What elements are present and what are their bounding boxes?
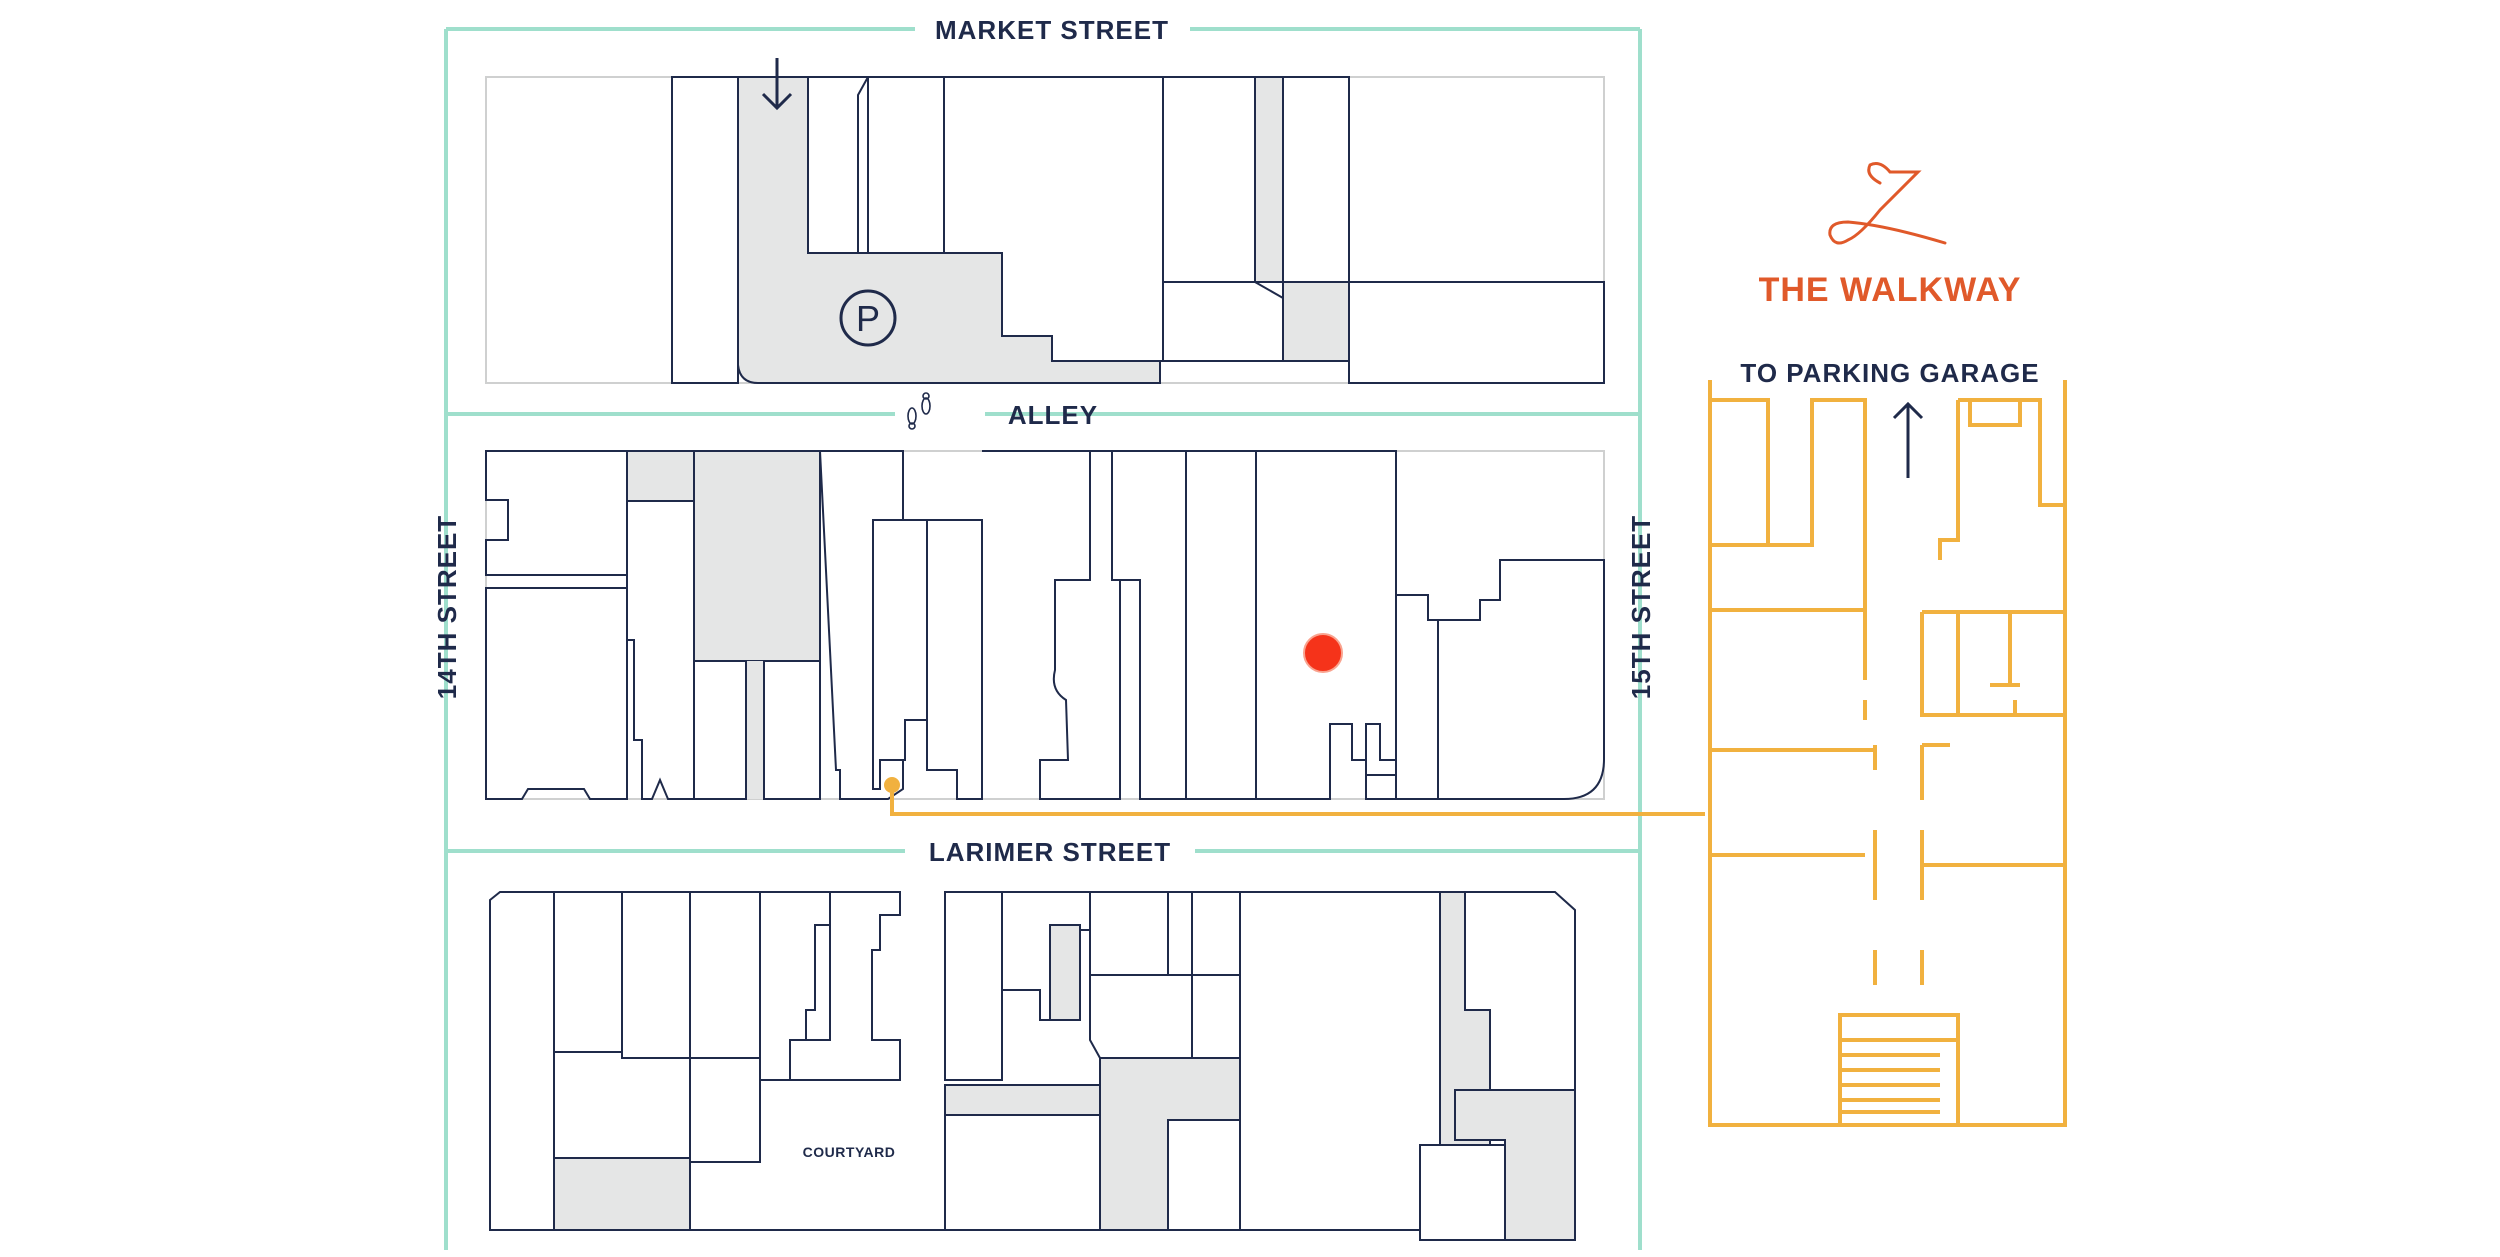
courtyard-label: COURTYARD <box>803 1144 896 1160</box>
arrow-down-icon <box>761 58 793 111</box>
alley-label: ALLEY <box>1008 400 1098 430</box>
walkway-entrance-marker <box>884 777 900 793</box>
location-marker <box>1303 633 1343 673</box>
fifteenth-street-label: 15TH STREET <box>1626 515 1656 699</box>
parking-circle-icon: P <box>839 289 897 347</box>
footsteps-icon <box>907 392 931 430</box>
market-street-label: MARKET STREET <box>935 15 1169 45</box>
north-block <box>485 76 1605 384</box>
larimer-street-label: LARIMER STREET <box>929 837 1171 867</box>
parking-symbol: P <box>856 298 880 339</box>
middle-block <box>485 450 1605 800</box>
fourteenth-street-label: 14TH STREET <box>432 515 462 699</box>
brand-name: THE WALKWAY <box>1759 271 2022 309</box>
street-lines <box>444 27 1642 1250</box>
brand-logo: THE WALKWAY <box>1759 162 2022 309</box>
walkway-path <box>884 777 1705 816</box>
walkway-monogram-icon <box>1828 162 1947 245</box>
walkway-floor-plan <box>1708 380 2067 1127</box>
south-block <box>489 891 1576 1241</box>
parking-garage-label: TO PARKING GARAGE <box>1740 358 2039 388</box>
arrow-up-icon <box>1892 401 1924 478</box>
